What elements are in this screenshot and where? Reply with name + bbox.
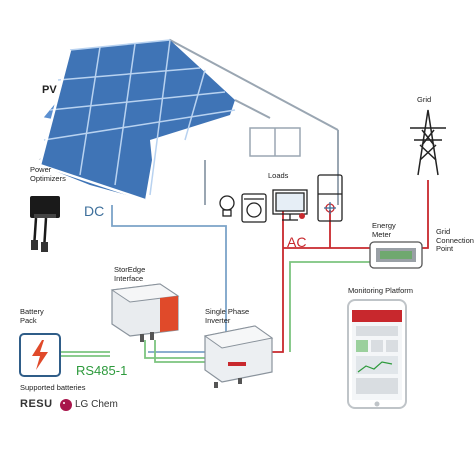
pv-panels (38, 39, 236, 202)
refrigerator-icon (317, 174, 343, 222)
house-window (249, 127, 301, 157)
ac-lines (268, 180, 429, 353)
battery-pack-label: Battery Pack (20, 307, 44, 325)
battery-icon (19, 333, 61, 377)
lightbulb-icon (219, 195, 235, 217)
grid-label: Grid (417, 95, 432, 104)
computer-icon (272, 189, 308, 221)
loads-label: Loads (268, 171, 289, 180)
power-optimizer-icon (30, 196, 60, 252)
inverter-icon (203, 325, 274, 388)
single-phase-inverter-label: Single Phase Inverter (205, 307, 250, 325)
ac-label: AC (287, 234, 307, 250)
grid-tower-icon (410, 109, 446, 176)
supported-batteries-label: Supported batteries (20, 383, 86, 392)
dc-label: DC (84, 203, 105, 219)
lg-logo-icon (60, 399, 72, 411)
grid-connection-point-label: Grid Connection Point (436, 227, 474, 254)
comm-lines (60, 261, 370, 363)
storedge-interface-icon (110, 283, 180, 342)
rs485-label: RS485-1 (76, 363, 128, 378)
monitoring-platform-label: Monitoring Platform (348, 286, 414, 295)
energy-meter-label: Energy Meter (372, 221, 396, 239)
power-optimizers-label: Power Optimizers (30, 165, 66, 183)
energy-meter-icon (369, 241, 423, 269)
storedge-interface-label: StorEdge Interface (114, 265, 146, 283)
resu-logo-text: RESU (20, 398, 53, 410)
pv-label: PV (42, 84, 57, 96)
phone-icon (347, 299, 407, 409)
lg-chem-logo-text: LG Chem (75, 399, 118, 410)
washing-machine-icon (241, 193, 267, 223)
